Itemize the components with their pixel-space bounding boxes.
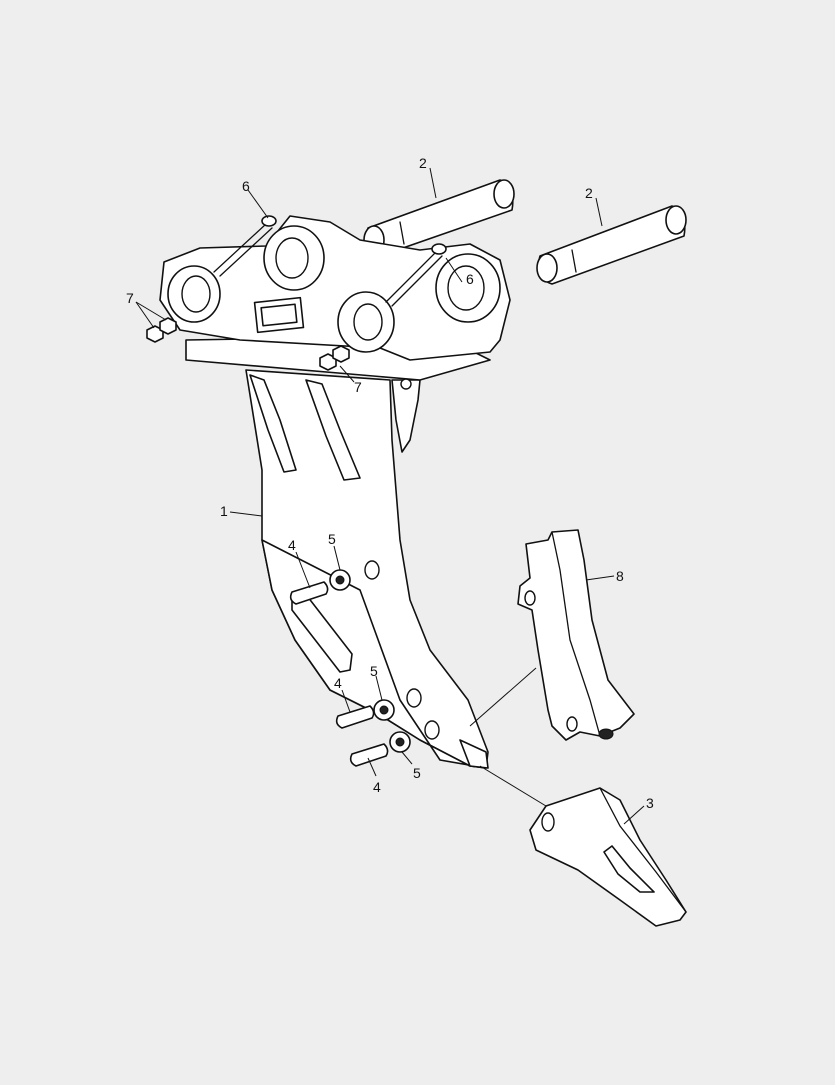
leader-lines	[135, 167, 645, 825]
washer-lower	[389, 731, 411, 753]
callout-shank-protector: 8	[616, 568, 624, 584]
nut-left	[146, 317, 177, 343]
callout-roll-pin-mid: 4	[334, 675, 342, 691]
washer-upper	[329, 569, 351, 591]
callout-bolt-right: 6	[466, 271, 474, 287]
callout-bolt-left: 6	[242, 178, 250, 194]
callout-washer-upper: 5	[328, 531, 336, 547]
roll-pin-mid	[335, 705, 375, 729]
bolt-left	[213, 215, 277, 277]
callout-washer-lower: 5	[413, 765, 421, 781]
pin-b	[536, 205, 687, 285]
callout-pin-b: 2	[585, 185, 593, 201]
callout-ripper-body: 1	[220, 503, 228, 519]
callout-nut-right: 7	[354, 379, 362, 395]
roll-pin-lower	[349, 743, 389, 767]
callout-nut-left: 7	[126, 290, 134, 306]
tooth	[529, 787, 687, 927]
callout-washer-mid: 5	[370, 663, 378, 679]
washer-mid	[373, 699, 395, 721]
callout-pin-a: 2	[419, 155, 427, 171]
roll-pin-upper	[289, 581, 329, 605]
shank-protector	[517, 529, 635, 741]
callout-roll-pin-upper: 4	[288, 537, 296, 553]
callout-roll-pin-lower: 4	[373, 779, 381, 795]
bolt-right	[385, 243, 447, 307]
nut-right	[319, 345, 350, 371]
callout-tooth: 3	[646, 795, 654, 811]
